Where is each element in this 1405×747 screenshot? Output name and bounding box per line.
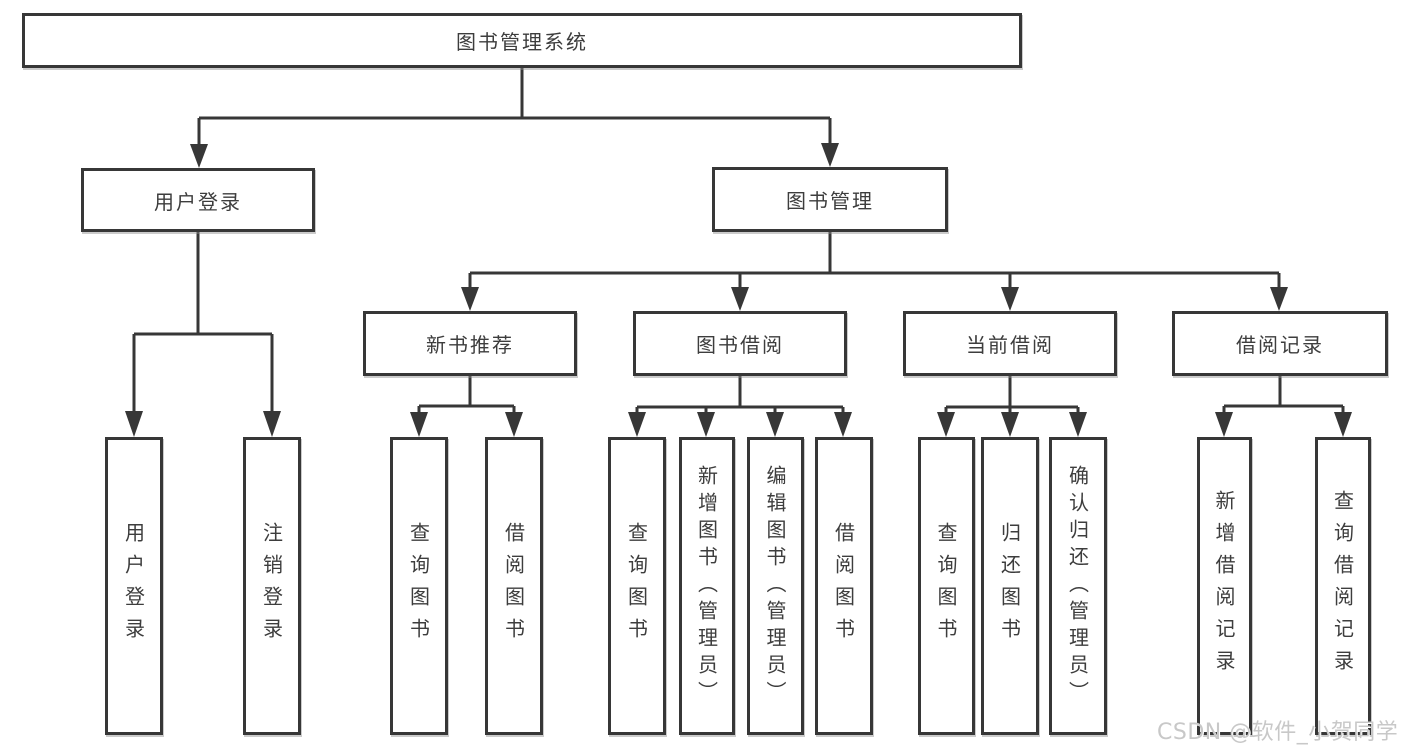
leaf-query-borrow-record: 查询借阅记录	[1315, 437, 1371, 735]
node-book-borrowing: 图书借阅	[633, 311, 847, 376]
leaf-query-books-recommend: 查询图书	[390, 437, 448, 735]
leaf-logout: 注销登录	[243, 437, 301, 735]
leaf-add-borrow-record: 新增借阅记录	[1197, 437, 1252, 735]
node-current-borrowing: 当前借阅	[903, 311, 1117, 376]
node-book-management: 图书管理	[712, 167, 948, 232]
leaf-return-books: 归还图书	[981, 437, 1039, 735]
leaf-user-login: 用户登录	[105, 437, 163, 735]
leaf-borrow-books-recommend: 借阅图书	[485, 437, 543, 735]
leaf-borrow-books: 借阅图书	[815, 437, 873, 735]
leaf-edit-books-admin: 编辑图书（管理员）	[747, 437, 804, 735]
leaf-query-books-current: 查询图书	[918, 437, 975, 735]
leaf-add-books-admin: 新增图书（管理员）	[679, 437, 735, 735]
node-new-book-recommendation: 新书推荐	[363, 311, 577, 376]
leaf-query-books-borrow: 查询图书	[608, 437, 666, 735]
node-user-login: 用户登录	[81, 168, 315, 232]
node-library-management-system: 图书管理系统	[22, 13, 1022, 68]
leaf-confirm-return-admin: 确认归还（管理员）	[1049, 437, 1107, 735]
node-borrowing-records: 借阅记录	[1172, 311, 1388, 376]
